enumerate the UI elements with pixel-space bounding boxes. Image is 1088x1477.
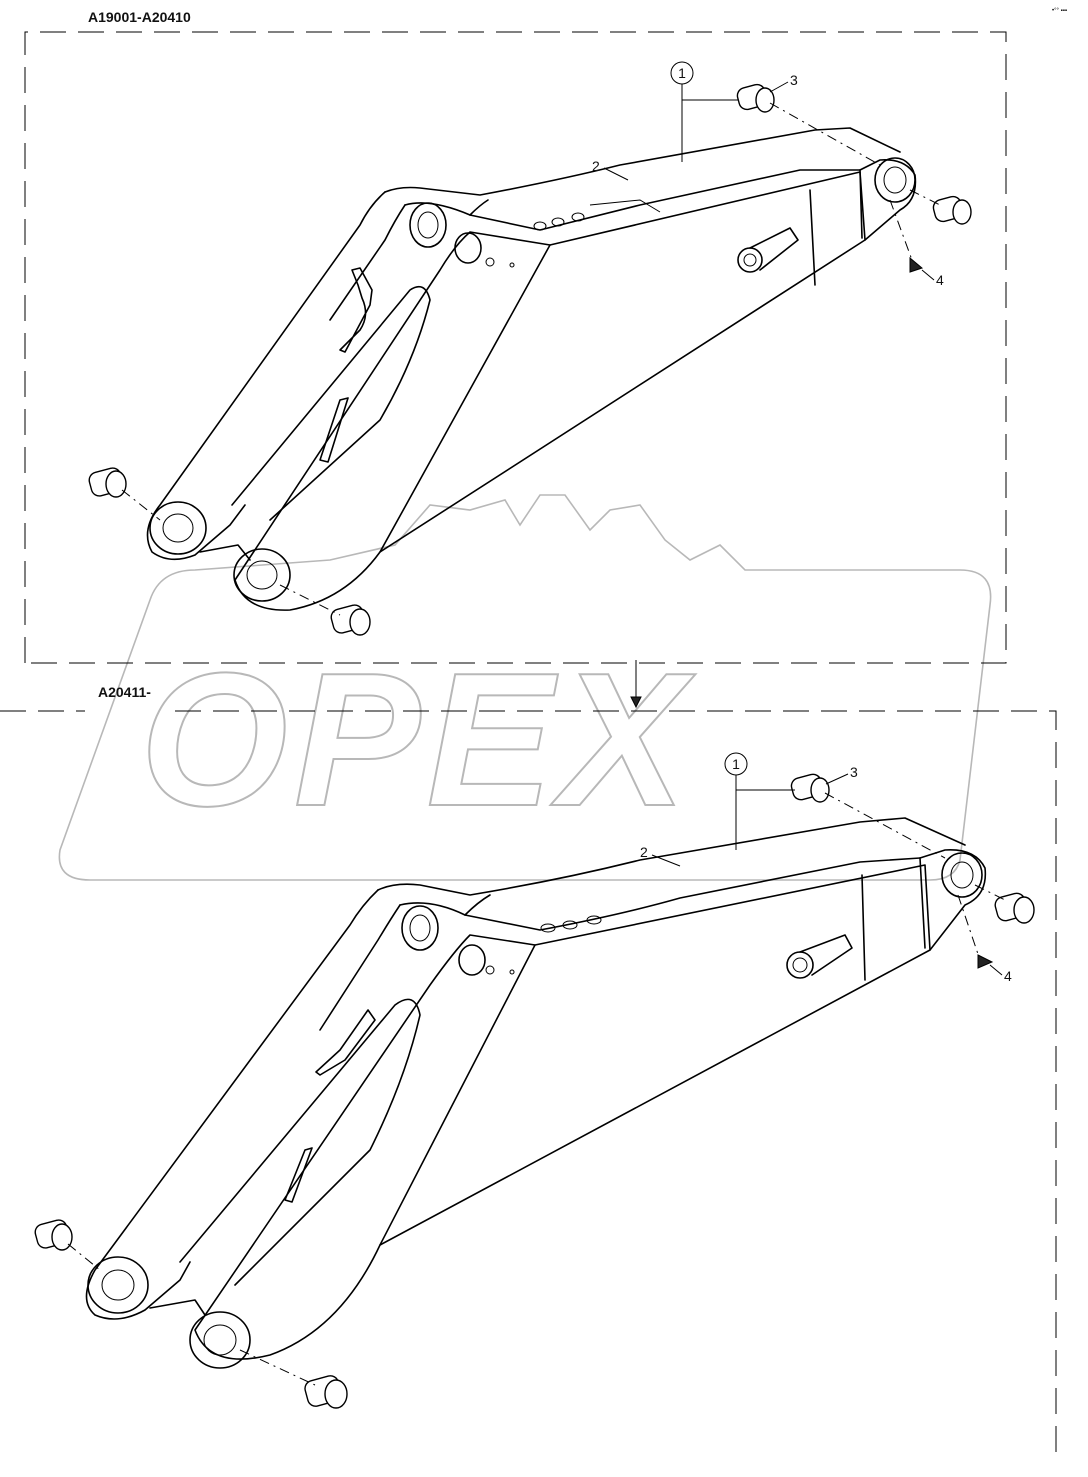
callout-boom: 2 [640, 844, 648, 860]
connector-arrow-icon [630, 696, 642, 709]
boom-2 [85, 817, 987, 1369]
boom-1 [146, 127, 917, 611]
bushing-icon [34, 1219, 73, 1251]
bushings-2 [34, 773, 1035, 1409]
watermark-gear-outline [58, 494, 992, 881]
bushing-icon [994, 892, 1035, 924]
bushing-icon [88, 467, 127, 498]
section-2: A20411- [0, 684, 1057, 1460]
corner-mark: •°° ▪▪▪ [1052, 8, 1067, 14]
callout-boom: 2 [592, 158, 600, 174]
callout-bushing: 3 [850, 764, 858, 780]
section-2-frame [0, 710, 1057, 1460]
section-2-serial-range: A20411- [98, 684, 151, 700]
bushing-icon [790, 773, 830, 803]
callout-grease-nipple: 4 [936, 272, 944, 288]
grease-nipple-icon [977, 954, 994, 969]
callouts-1: 1 3 2 4 [592, 61, 944, 288]
section-1-serial-range: A19001-A20410 [88, 9, 191, 25]
bushing-icon [932, 195, 972, 225]
grease-nipple-icon [909, 256, 924, 273]
bushing-icon [736, 83, 775, 113]
bushing-icon [304, 1375, 348, 1409]
section-1-frame [24, 31, 1007, 664]
callout-assembly: 1 [732, 756, 740, 772]
section-1: A19001-A20410 [24, 9, 1007, 664]
callout-grease-nipple: 4 [1004, 968, 1012, 984]
watermark-logo: OPEX [58, 494, 992, 881]
bushing-icon [330, 604, 371, 636]
callout-bushing: 3 [790, 72, 798, 88]
callout-assembly: 1 [678, 65, 686, 81]
watermark-brand: OPEX [140, 634, 696, 846]
bushings-1 [88, 83, 972, 636]
callouts-2: 1 3 2 4 [640, 752, 1012, 984]
